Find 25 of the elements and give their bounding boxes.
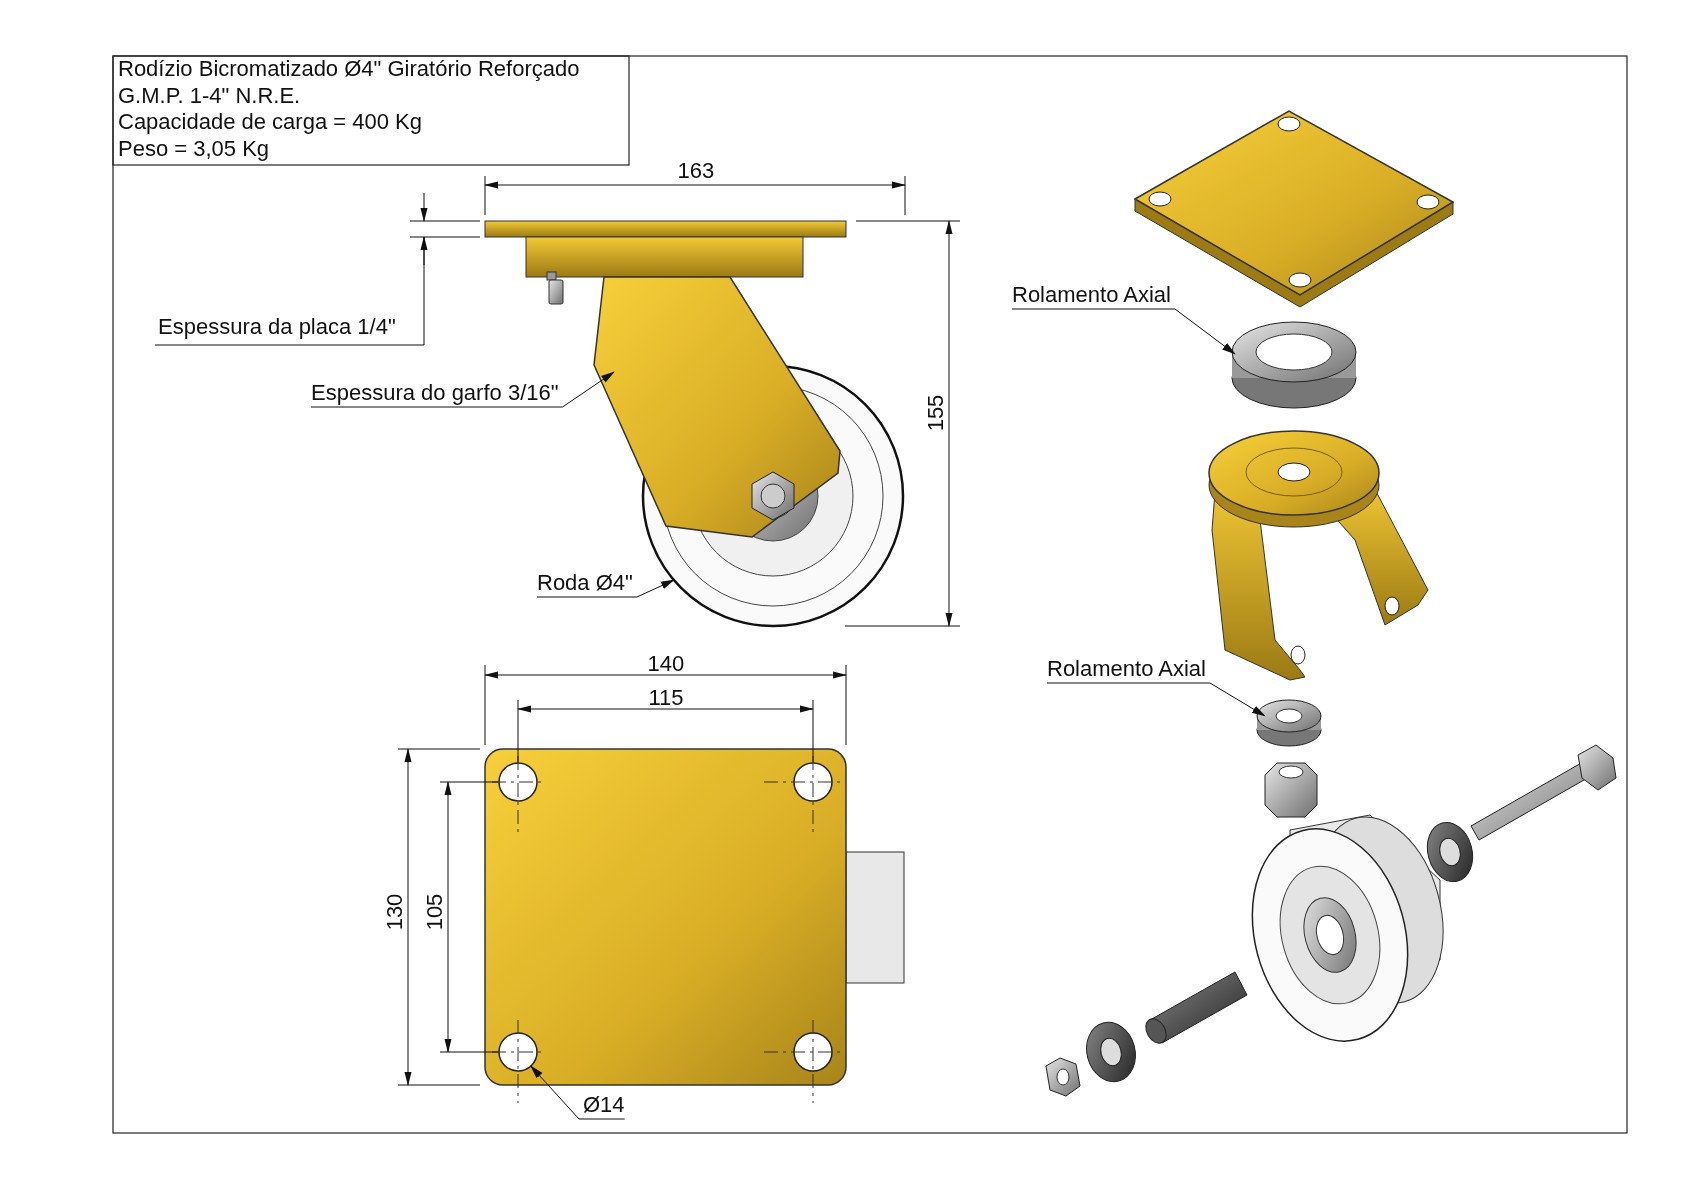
leader-line bbox=[1046, 682, 1266, 717]
leader-line bbox=[310, 371, 615, 408]
leader-line bbox=[530, 1065, 626, 1120]
dimension-value: 155 bbox=[922, 394, 949, 432]
leader-text: Roda Ø4" bbox=[537, 570, 633, 596]
leader-line bbox=[536, 579, 675, 598]
leader-text: Rolamento Axial bbox=[1047, 656, 1206, 682]
title-block-text: Peso = 3,05 Kg bbox=[118, 136, 270, 162]
mounting-hole bbox=[498, 1032, 538, 1072]
dimension-value: 130 bbox=[381, 893, 408, 931]
thrust-bearing-drawing bbox=[1231, 321, 1357, 409]
dimension-value: 105 bbox=[421, 893, 448, 931]
thrust-bearing-drawing bbox=[1256, 699, 1322, 747]
title-block-text: Rodízio Bicromatizado Ø4" Giratório Reforçado bbox=[118, 56, 580, 82]
leader-text: Rolamento Axial bbox=[1012, 282, 1171, 308]
title-block-text: Capacidade de carga = 400 Kg bbox=[118, 109, 422, 135]
leader-text: Ø14 bbox=[583, 1092, 625, 1118]
title-block-text: G.M.P. 1-4" N.R.E. bbox=[118, 83, 301, 109]
dimension-value: 140 bbox=[647, 651, 685, 677]
dimension-note: Espessura da placa 1/4" bbox=[158, 314, 396, 340]
leader-line bbox=[1011, 308, 1236, 355]
leader-text: Espessura do garfo 3/16" bbox=[311, 380, 559, 406]
dimension-value: 163 bbox=[677, 158, 715, 184]
dimension-value: 115 bbox=[648, 685, 684, 711]
fork-side-drawing bbox=[593, 276, 841, 538]
